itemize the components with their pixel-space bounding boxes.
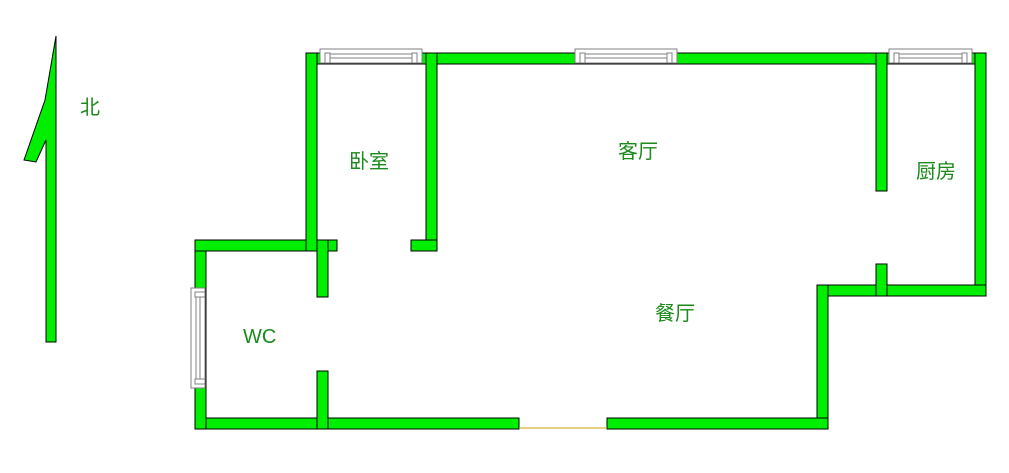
window-bedroom xyxy=(319,48,423,64)
wall-bedroom-right xyxy=(425,52,438,252)
window-kitchen xyxy=(888,48,973,64)
walls xyxy=(194,52,987,430)
wall-bottom-right xyxy=(606,417,829,430)
wall-lower-right xyxy=(816,284,829,430)
wall-kitchen-partition-lower xyxy=(875,263,888,297)
wall-right-lower xyxy=(816,284,987,297)
north-arrow-icon xyxy=(23,35,57,343)
wall-wc-partition-lower xyxy=(316,370,329,430)
room-label-kitchen: 厨房 xyxy=(916,159,956,183)
window-wc xyxy=(190,287,206,389)
wall-kitchen-partition-upper xyxy=(875,52,888,192)
wall-right xyxy=(974,52,987,297)
room-label-wc: WC xyxy=(243,326,276,348)
wall-wc-partition-upper xyxy=(316,239,329,298)
wall-wc-top xyxy=(194,239,338,252)
room-label-dining-room: 餐厅 xyxy=(655,301,695,325)
north-label: 北 xyxy=(80,95,100,119)
wall-bedroom-left xyxy=(305,52,318,252)
wall-bedroom-stub xyxy=(410,239,438,252)
room-label-living-room: 客厅 xyxy=(618,139,658,163)
window-living-room xyxy=(574,48,678,64)
wall-bottom-left xyxy=(194,417,520,430)
room-label-bedroom: 卧室 xyxy=(349,149,389,173)
windows xyxy=(190,48,973,389)
